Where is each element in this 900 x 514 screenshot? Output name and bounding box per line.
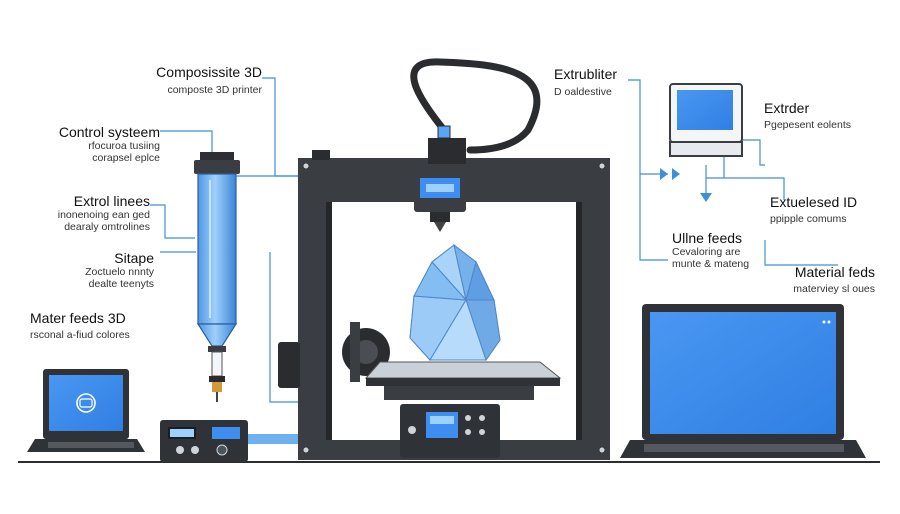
label-extrol-sub2: dearaly omtrolines — [64, 221, 150, 234]
label-mater-sub: rsconal a-fiud colores — [30, 329, 130, 342]
label-sitape: Sitape Zoctuelo nnnty dealte teenyts — [40, 250, 154, 290]
label-extrubliter: Extrubliter D oaldestive — [554, 66, 617, 98]
label-ullne: Ullne feeds Cevaloring are munte & maten… — [672, 230, 749, 270]
label-extrder: Extrder Pgepesent eolents — [764, 100, 851, 131]
label-sitape-title: Sitape — [114, 250, 154, 266]
label-extruelesed: Extuelesed ID ppipple comums — [770, 194, 857, 225]
monitor-icon — [669, 83, 743, 157]
print-head-icon — [414, 138, 466, 232]
label-ullne-title: Ullne feeds — [672, 230, 743, 246]
cable — [410, 58, 541, 154]
label-control: Control systeem rfocuroa tusiing corapse… — [20, 124, 160, 164]
label-extrder-title: Extrder — [764, 100, 810, 116]
label-control-title: Control systeem — [58, 124, 160, 140]
label-control-sub1: rfocuroa tusiing — [88, 140, 160, 153]
label-extrol-title: Extrol linees — [73, 193, 150, 209]
label-sitape-sub2: dealte teenyts — [88, 278, 154, 291]
label-control-sub2: corapsel eplce — [92, 152, 160, 165]
control-box-icon — [160, 420, 300, 462]
label-ullne-sub1: Cevaloring are — [672, 246, 741, 259]
laptop-icon — [27, 369, 145, 452]
label-extrubliter-title: Extrubliter — [554, 66, 618, 82]
label-extrol: Extrol linees inonenoing ean ged dearaly… — [0, 193, 150, 233]
label-extruelesed-title: Extuelesed ID — [770, 194, 858, 210]
filament-tube-icon — [194, 152, 240, 402]
label-composite-sub: composte 3D printer — [167, 84, 262, 97]
label-extrol-sub1: inonenoing ean ged — [57, 209, 150, 222]
crystal-model-icon — [409, 243, 501, 362]
label-extrder-sub: Pgepesent eolents — [764, 119, 851, 132]
label-extrubliter-sub: D oaldestive — [554, 86, 612, 99]
large-laptop-icon — [620, 304, 866, 458]
build-plate — [364, 361, 562, 400]
label-sitape-sub1: Zoctuelo nnnty — [85, 266, 154, 279]
label-composite: Composissite 3D composte 3D printer — [112, 64, 262, 96]
arrow-heads — [660, 168, 712, 202]
cable-clip — [437, 125, 451, 139]
label-mater: Mater feeds 3D rsconal a-fiud colores — [30, 310, 130, 341]
label-material-sub: materviey sl oues — [793, 283, 875, 296]
label-material-title: Material feds — [794, 264, 875, 280]
label-mater-title: Mater feeds 3D — [30, 310, 126, 326]
printer-frame-icon — [278, 150, 610, 460]
base-control-unit — [400, 404, 500, 458]
label-material: Material feds materviey sl oues — [730, 264, 875, 295]
label-composite-title: Composissite 3D — [156, 64, 262, 80]
label-extruelesed-sub: ppipple comums — [770, 213, 847, 226]
label-ullne-sub2: munte & mateng — [672, 258, 750, 271]
